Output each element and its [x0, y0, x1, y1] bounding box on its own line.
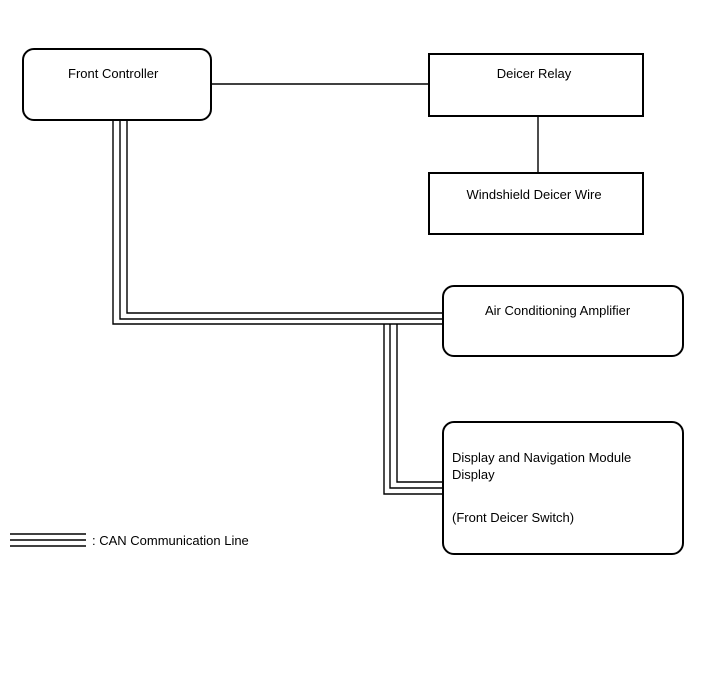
legend-can-line-label: : CAN Communication Line — [92, 533, 249, 548]
display-navigation-line2: Display — [452, 467, 495, 482]
front-controller-label: Front Controller — [68, 66, 159, 81]
can-bus-main — [112, 120, 443, 325]
can-bus-branch — [383, 324, 443, 495]
air-conditioning-amplifier-box: Air Conditioning Amplifier — [442, 285, 684, 357]
deicer-relay-label: Deicer Relay — [496, 66, 572, 81]
front-controller-box: Front Controller — [22, 48, 212, 121]
display-navigation-line3: (Front Deicer Switch) — [452, 510, 575, 525]
windshield-deicer-wire-label: Windshield Deicer Wire — [466, 187, 602, 202]
air-conditioning-amplifier-label: Air Conditioning Amplifier — [485, 303, 631, 318]
legend-can-line-sample — [10, 533, 86, 547]
windshield-deicer-wire-box: Windshield Deicer Wire — [428, 172, 644, 235]
display-navigation-line1: Display and Navigation Module — [452, 450, 632, 465]
display-navigation-module-box: Display and Navigation Module Display (F… — [442, 421, 684, 555]
deicer-relay-box: Deicer Relay — [428, 53, 644, 117]
